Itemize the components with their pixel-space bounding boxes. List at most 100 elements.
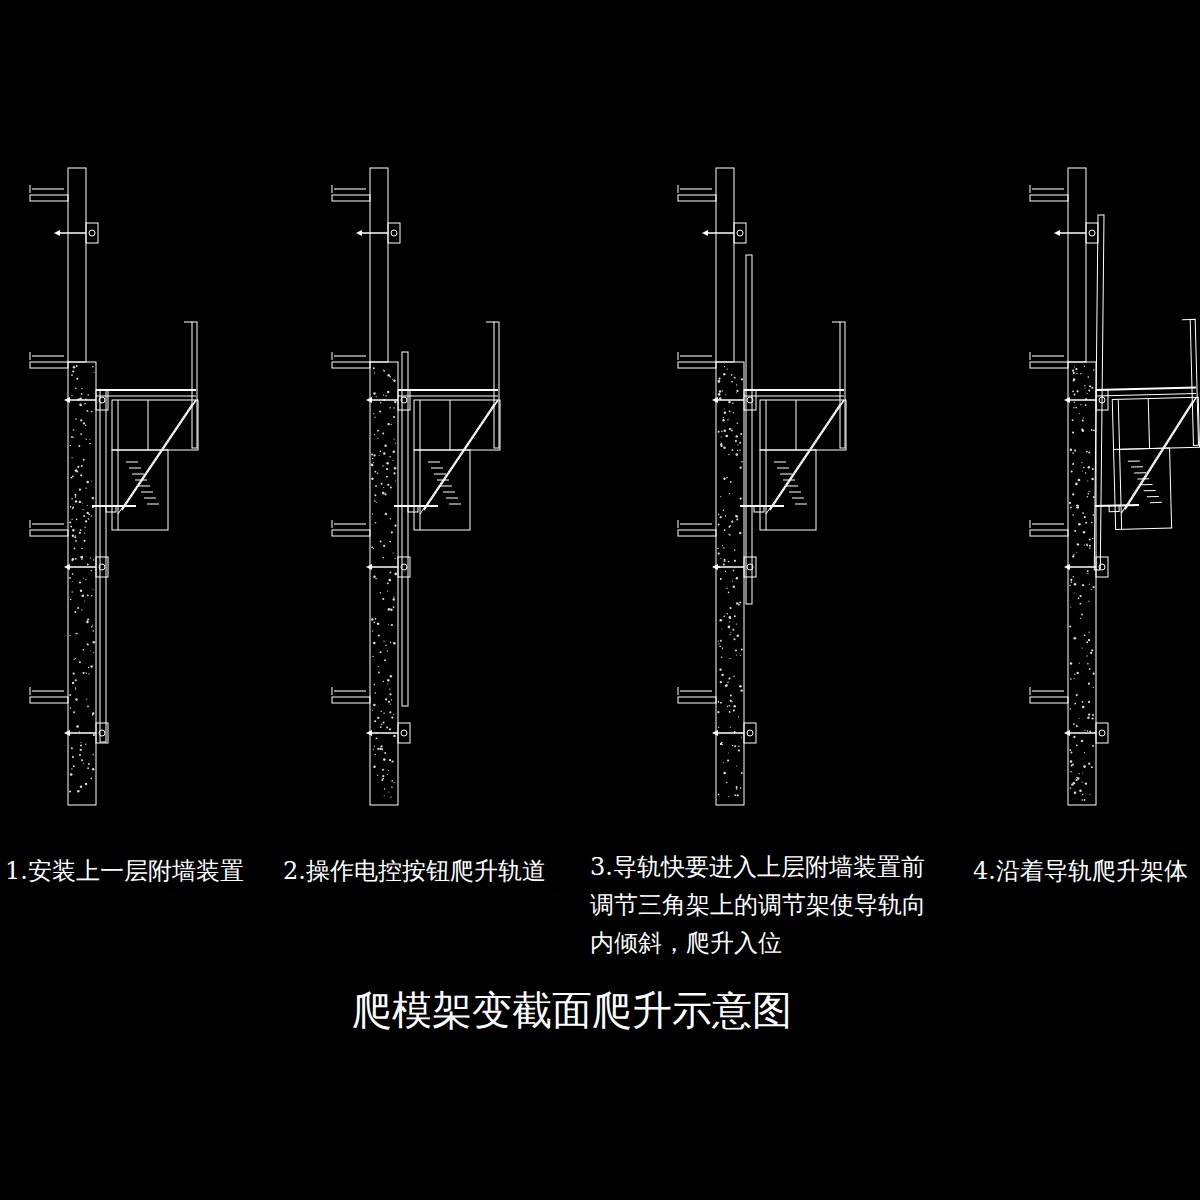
concrete-dot [1080, 595, 1082, 597]
drawing-line [680, 188, 712, 190]
wall-attachment [1064, 390, 1108, 410]
concrete-dot [390, 518, 391, 519]
concrete-dot [1084, 752, 1085, 753]
drawing-line [774, 462, 786, 463]
drawing-line [783, 480, 795, 481]
drawing-line [184, 322, 192, 323]
concrete-dot [725, 435, 728, 438]
concrete-dot [377, 717, 379, 719]
concrete-dot [89, 443, 91, 445]
concrete-dot [733, 709, 735, 711]
concrete-dot [1082, 794, 1084, 796]
concrete-dot [72, 558, 75, 561]
concrete-dot [732, 449, 734, 451]
concrete-dot [83, 763, 84, 764]
concrete-dot [83, 422, 85, 424]
concrete-dot [87, 595, 89, 597]
concrete-dot [388, 374, 390, 376]
drawing-line [680, 690, 712, 692]
concrete-dot [93, 641, 95, 643]
concrete-dot [390, 609, 393, 612]
concrete-dot [377, 748, 379, 750]
concrete-dot [1091, 589, 1092, 590]
floor-slab [678, 362, 716, 368]
concrete-dot [1077, 390, 1079, 392]
concrete-dot [387, 583, 389, 585]
concrete-dot [1079, 663, 1080, 664]
concrete-dot [393, 416, 395, 418]
concrete-dot [718, 378, 720, 380]
concrete-dot [1074, 449, 1076, 451]
concrete-dot [72, 535, 74, 537]
concrete-dot [735, 440, 737, 442]
guard-post [494, 322, 499, 448]
concrete-dot [393, 642, 396, 645]
floor-slab [30, 362, 68, 368]
concrete-dot [76, 365, 78, 367]
concrete-dot [736, 435, 738, 437]
hanger [106, 506, 116, 512]
climbing-panel [30, 168, 198, 805]
wall-attachment [712, 390, 756, 410]
upper-wall [68, 168, 86, 362]
concrete-dot [390, 572, 392, 574]
concrete-dot [75, 633, 77, 635]
concrete-dot [1084, 385, 1085, 386]
lower-wall [68, 362, 96, 805]
concrete-dot [730, 525, 731, 526]
concrete-dot [387, 423, 389, 425]
drawing-line [440, 486, 452, 487]
concrete-dot [72, 519, 73, 520]
drawing-line [144, 498, 156, 499]
concrete-dot [723, 547, 724, 548]
concrete-dot [1086, 544, 1088, 546]
upper-wall [716, 168, 734, 362]
concrete-dot [729, 607, 731, 609]
concrete-dot [1092, 468, 1094, 470]
concrete-dot [1075, 368, 1077, 370]
concrete-dot [1084, 730, 1085, 731]
concrete-dot [380, 745, 382, 747]
concrete-dot [726, 782, 728, 784]
concrete-dot [383, 394, 384, 395]
concrete-dot [79, 489, 81, 491]
drawing-line [118, 400, 119, 530]
concrete-dot [1092, 745, 1094, 747]
concrete-dot [71, 560, 73, 562]
bolt-head [712, 397, 718, 403]
drawing-line [680, 523, 712, 525]
concrete-dot [388, 701, 390, 703]
concrete-dot [373, 548, 374, 549]
lower-wall [716, 362, 744, 805]
diagram-title: 爬模架变截面爬升示意图 [352, 986, 792, 1034]
concrete-dot [91, 665, 93, 667]
concrete-dot [1080, 404, 1081, 405]
concrete-dot [1072, 514, 1074, 516]
concrete-dot [1072, 556, 1074, 558]
concrete-dot [741, 689, 743, 691]
wall-attachment [64, 390, 108, 410]
concrete-dot [1089, 538, 1091, 540]
drawing-line [716, 399, 744, 401]
concrete-dot [75, 469, 78, 472]
concrete-dot [740, 467, 742, 469]
drawing-line [30, 352, 31, 360]
drawing-line [1058, 232, 1086, 234]
concrete-dot [72, 475, 74, 477]
concrete-dot [732, 745, 734, 747]
concrete-dot [385, 395, 386, 396]
concrete-dot [736, 515, 738, 517]
concrete-dot [1088, 632, 1089, 633]
concrete-dot [1085, 522, 1087, 524]
concrete-dot [1087, 393, 1088, 394]
concrete-dot [729, 621, 730, 622]
concrete-dot [1089, 545, 1091, 547]
concrete-dot [1089, 385, 1091, 387]
concrete-dot [1074, 674, 1075, 675]
concrete-dot [91, 515, 92, 516]
concrete-dot [79, 501, 81, 503]
concrete-dot [733, 675, 735, 677]
wall-attachment [356, 223, 400, 243]
concrete-dot [738, 749, 740, 751]
concrete-dot [1087, 717, 1089, 719]
